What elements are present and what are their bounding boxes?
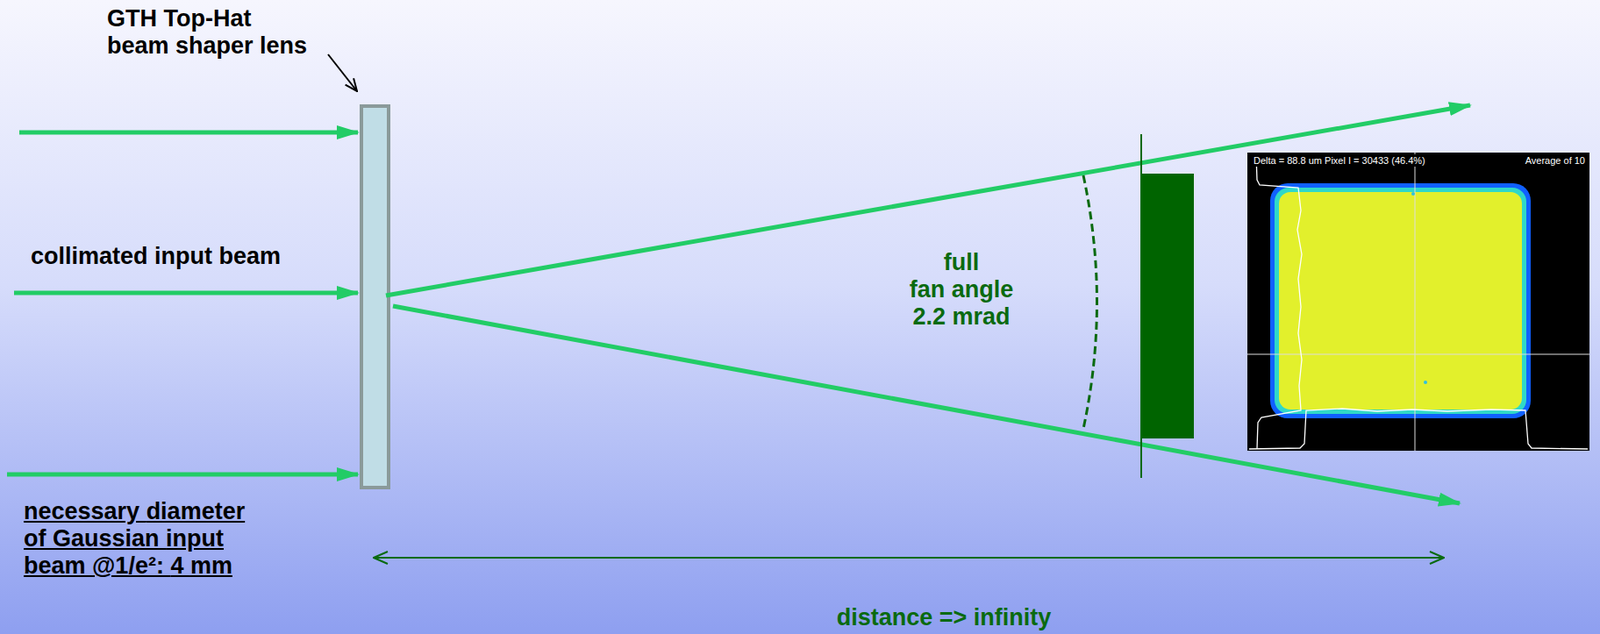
screen — [1142, 173, 1194, 439]
crosshair — [1247, 354, 1590, 356]
profile-edge — [1270, 183, 1531, 419]
input-ray — [14, 291, 358, 296]
image-header: Delta = 88.8 um Pixel I = 30433 (46.4%) — [1251, 154, 1428, 167]
input-ray — [19, 130, 358, 136]
beam-label: collimated input beam — [30, 242, 281, 271]
input-ray — [7, 472, 358, 478]
angle-label: full fan angle 2.2 mrad — [909, 249, 1015, 331]
screen-line — [1140, 134, 1143, 479]
angle-arc — [1083, 175, 1098, 429]
note: necessary diameter of Gaussian input bea… — [23, 498, 245, 580]
image-header: Average of 10 — [1523, 154, 1587, 167]
profile-curve — [1249, 408, 1588, 450]
profile-image — [1247, 152, 1590, 451]
leader-line — [328, 54, 358, 92]
part-label-text: GTH Top-Hat beam shaper lens — [107, 5, 308, 60]
distance-arrow — [373, 557, 1444, 559]
dimension-text: distance => infinity — [836, 604, 1052, 632]
crosshair — [1414, 152, 1416, 451]
profile-flat-top — [1278, 192, 1522, 410]
dimension: distance => infinity — [836, 604, 1052, 632]
note-text: necessary diameter of Gaussian input bea… — [23, 498, 245, 580]
part-label: GTH Top-Hat beam shaper lens — [107, 5, 308, 60]
angle-label-text: full fan angle 2.2 mrad — [909, 249, 1015, 331]
profile-edge — [1274, 187, 1527, 415]
speck — [1423, 380, 1428, 385]
lens — [361, 106, 389, 488]
speck — [1411, 192, 1415, 196]
beam-label-text: collimated input beam — [30, 242, 281, 271]
image-header-text: Delta = 88.8 um Pixel I = 30433 (46.4%) — [1251, 154, 1428, 167]
profile-curve — [1256, 154, 1302, 450]
image-header-text: Average of 10 — [1523, 154, 1587, 167]
